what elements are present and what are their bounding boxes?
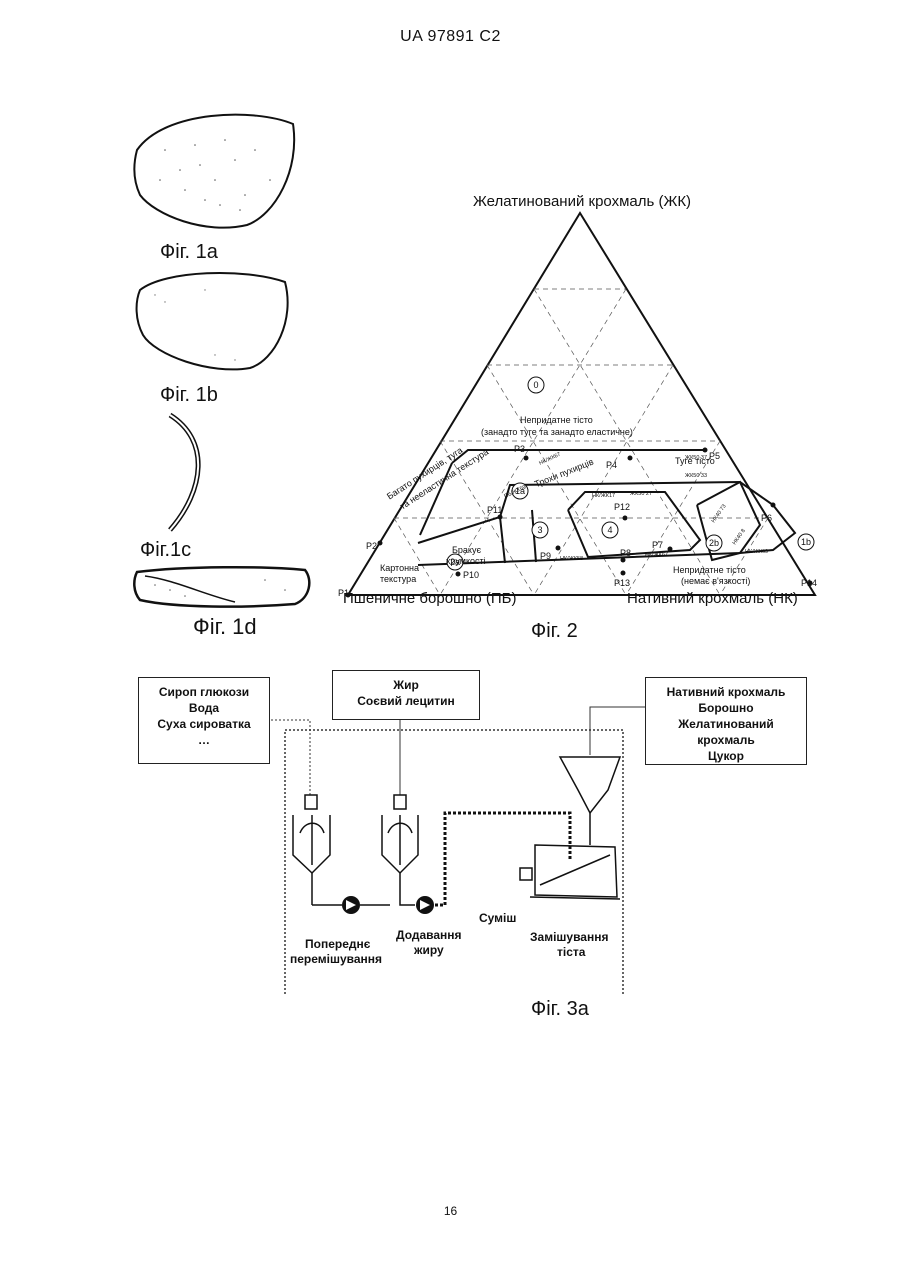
fig2-unsuitable-bottom: Непридатне тiсто bbox=[673, 565, 746, 575]
fig3a-label-fat: Додавання bbox=[396, 928, 462, 942]
fig2-point-p7: P7 bbox=[652, 540, 663, 550]
fig2-line-label: НК40 73 bbox=[711, 504, 728, 525]
fig3a-box-left-line: Сироп глюкози bbox=[139, 684, 269, 700]
fig2-line-label: НК/ЖК67 bbox=[645, 552, 668, 558]
fig2-line-label: НК/ЖК58 bbox=[560, 556, 583, 562]
fig3a-box-middle-line: Жир bbox=[333, 677, 479, 693]
fig2-apex-right: Нативний крохмаль (НК) bbox=[627, 590, 798, 607]
fig3a-box-right-line: крохмаль bbox=[646, 732, 806, 748]
fig2-point-p9: P9 bbox=[540, 551, 551, 561]
fig2-region-4 bbox=[568, 492, 700, 557]
fig2-caption: Фiг. 2 bbox=[531, 620, 578, 643]
fig2-point-p13: P13 bbox=[614, 578, 630, 588]
fig2-line-label: НК40 8 bbox=[732, 528, 747, 546]
fig2-cardboard: Картонна bbox=[380, 563, 419, 573]
page-number: 16 bbox=[0, 1204, 901, 1218]
fig2-cardboard-2: текстура bbox=[380, 574, 416, 584]
fig3a-label-fat-2: жиру bbox=[414, 943, 444, 957]
fig2-point-p6: P6 bbox=[761, 513, 772, 523]
fig3a-box-right-line: Цукор bbox=[646, 748, 806, 764]
fig2-region-0: 0 bbox=[530, 380, 542, 390]
fig1c-caption: Фiг.1c bbox=[140, 539, 191, 562]
fig2-point-p11: P11 bbox=[487, 505, 502, 515]
fig1d-caption: Фiг. 1d bbox=[193, 614, 257, 640]
fig3a-caption: Фiг. 3a bbox=[531, 998, 589, 1021]
fig2-point-p3: P3 bbox=[514, 444, 525, 454]
fig2-unsuitable-bottom-2: (немає в'язкостi) bbox=[681, 576, 750, 586]
fig2-point-p12: P12 bbox=[614, 502, 630, 512]
fig2-point-p4: P4 bbox=[606, 460, 617, 470]
fig2-region-1b: 1b bbox=[798, 537, 814, 547]
fig2-line-label: ЖК50 33 bbox=[685, 473, 707, 479]
fig3a-label-knead-2: тiста bbox=[557, 945, 585, 959]
fig3a-box-middle-line: Соєвий лецитин bbox=[333, 693, 479, 709]
fig2-point-p8: P8 bbox=[620, 548, 631, 558]
fig1b-shape bbox=[137, 273, 288, 369]
fig3a-box-right-line: Нативний крохмаль bbox=[646, 684, 806, 700]
fig3a-label-premix-2: перемiшування bbox=[290, 952, 382, 966]
fig3a-box-left-line: … bbox=[139, 732, 269, 748]
fig2-line-label: НК/ЖК17 bbox=[592, 493, 615, 499]
fig2-point-p1: P1 bbox=[338, 588, 349, 598]
fig3a-label-premix: Попереднє bbox=[305, 937, 370, 951]
fig2-point-p14: P14 bbox=[801, 578, 817, 588]
fig3a-box-left-line: Суха сироватка bbox=[139, 716, 269, 732]
fig3a-box-right-line: Борошно bbox=[646, 700, 806, 716]
fig1a-caption: Фiг. 1a bbox=[160, 241, 218, 264]
fig3a-box-right-line: Желатинований bbox=[646, 716, 806, 732]
fig2-unsuitable-top-note: (занадто туге та занадто еластичне) bbox=[481, 427, 633, 437]
fig3a-box-left: Сироп глюкози Вода Суха сироватка … bbox=[138, 677, 270, 764]
fig3a-box-left-line: Вода bbox=[139, 700, 269, 716]
fig2-region-3: 3 bbox=[534, 525, 546, 535]
fig3a-box-middle: Жир Соєвий лецитин bbox=[332, 670, 480, 720]
fig2-line-label: НК/ЖК69 bbox=[745, 549, 768, 555]
fig2-point-p2: P2 bbox=[366, 541, 377, 551]
fig2-lack-crisp: Бракує bbox=[452, 545, 481, 555]
fig1a-shape bbox=[134, 115, 294, 228]
fig3a-label-mix: Сумiш bbox=[479, 911, 516, 925]
fig2-region-4: 4 bbox=[604, 525, 616, 535]
fig3a-box-right: Нативний крохмаль Борошно Желатинований … bbox=[645, 677, 807, 765]
fig2-line-label: ЖК50 27 bbox=[630, 491, 652, 497]
patent-header: UA 97891 C2 bbox=[0, 28, 901, 46]
fig1d-shape bbox=[134, 567, 309, 606]
fig2-apex-left: Пшеничне борошно (ПБ) bbox=[343, 590, 517, 607]
fig1b-caption: Фiг. 1b bbox=[160, 384, 218, 407]
fig2-unsuitable-top: Непридатне тiсто bbox=[520, 415, 593, 425]
fig2-region-1a: 1a bbox=[512, 486, 528, 496]
fig2-ternary-diagram: ЖК50 37 ЖК50 33 НК/ЖК67 ПБ/ЖК59 НК/ЖК17 … bbox=[340, 205, 830, 605]
fig2-region-2a: 2a bbox=[447, 557, 463, 567]
fig3a-label-knead: Замiшування bbox=[530, 930, 608, 944]
fig2-region-2b: 2b bbox=[706, 538, 722, 548]
fig2-line-label: НК/ЖК67 bbox=[538, 452, 561, 467]
fig2-point-p10: P10 bbox=[463, 570, 479, 580]
fig2-point-p5: P5 bbox=[709, 451, 720, 461]
